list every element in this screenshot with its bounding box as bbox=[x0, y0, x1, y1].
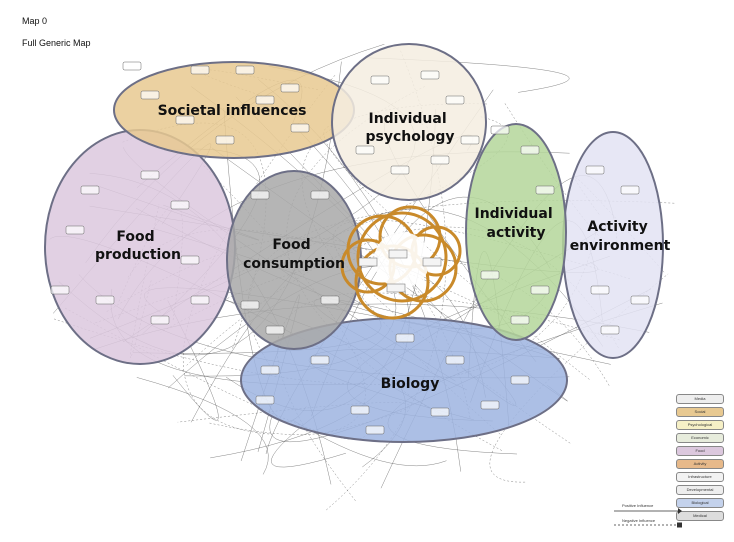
factor-node bbox=[170, 200, 190, 210]
legend-item-developmental: Developmental bbox=[676, 485, 724, 495]
legend-item-infrastructure: Infrastructure bbox=[676, 472, 724, 482]
zone-label-food-consumption: Food consumption bbox=[243, 237, 345, 272]
core-factor-node bbox=[386, 283, 406, 293]
influence-link bbox=[292, 419, 447, 466]
legend-line-samples bbox=[614, 508, 682, 528]
map-id: Map 0 bbox=[22, 16, 48, 26]
blocker-icon bbox=[677, 522, 682, 528]
factor-node bbox=[535, 185, 555, 195]
factor-node bbox=[350, 405, 370, 415]
legend-item-medical: Medical bbox=[676, 511, 724, 521]
factor-node bbox=[180, 255, 200, 265]
core-loop-center bbox=[374, 232, 430, 288]
factor-node bbox=[590, 285, 610, 295]
factor-node bbox=[420, 70, 440, 80]
core-factor-node bbox=[388, 249, 408, 259]
influence-link bbox=[489, 273, 669, 483]
factor-node bbox=[365, 425, 385, 435]
factor-node bbox=[585, 165, 605, 175]
zone-label-food-production: Food production bbox=[95, 229, 181, 263]
factor-node bbox=[370, 75, 390, 85]
factor-node bbox=[395, 333, 415, 343]
arrowhead-icon bbox=[678, 508, 682, 514]
factor-node bbox=[445, 95, 465, 105]
factor-node bbox=[630, 295, 650, 305]
legend-item-economic: Economic bbox=[676, 433, 724, 443]
factor-node bbox=[255, 395, 275, 405]
factor-node bbox=[240, 300, 260, 310]
factor-node bbox=[320, 295, 340, 305]
factor-node bbox=[122, 61, 142, 71]
factor-node bbox=[480, 400, 500, 410]
factor-node bbox=[510, 315, 530, 325]
legend-item-social: Social bbox=[676, 407, 724, 417]
factor-node bbox=[150, 315, 170, 325]
zone-biology bbox=[240, 317, 568, 443]
factor-node bbox=[310, 190, 330, 200]
influence-link bbox=[136, 377, 269, 475]
factor-node bbox=[290, 123, 310, 133]
factor-node bbox=[95, 295, 115, 305]
factor-node bbox=[255, 95, 275, 105]
factor-node bbox=[215, 135, 235, 145]
factor-node bbox=[190, 295, 210, 305]
core-factor-node bbox=[358, 257, 378, 267]
factor-node bbox=[355, 145, 375, 155]
factor-node bbox=[140, 90, 160, 100]
factor-nodes bbox=[50, 61, 650, 435]
factor-node bbox=[480, 270, 500, 280]
factor-node bbox=[600, 325, 620, 335]
influence-link bbox=[183, 75, 336, 435]
factor-node bbox=[430, 155, 450, 165]
factor-node bbox=[80, 185, 100, 195]
factor-node bbox=[530, 285, 550, 295]
legend: Media Social Psychological Economic Food… bbox=[676, 394, 724, 524]
zone-label-activity-environment: Activity environment bbox=[570, 219, 671, 254]
legend-negative-influence: Negative Influence bbox=[622, 518, 656, 523]
factor-node bbox=[460, 135, 480, 145]
factor-node bbox=[390, 165, 410, 175]
factor-node bbox=[490, 125, 510, 135]
factor-node bbox=[65, 225, 85, 235]
factor-node bbox=[140, 170, 160, 180]
factor-node bbox=[260, 365, 280, 375]
zone-label-individual-psychology: Individual psychology bbox=[366, 111, 455, 145]
factor-node bbox=[50, 285, 70, 295]
factor-node bbox=[430, 407, 450, 417]
factor-node bbox=[510, 375, 530, 385]
factor-node bbox=[265, 325, 285, 335]
influence-link bbox=[326, 49, 447, 511]
legend-item-activity: Activity bbox=[676, 459, 724, 469]
core-energy-balance-loop bbox=[340, 205, 462, 320]
factor-node bbox=[445, 355, 465, 365]
factor-node bbox=[250, 190, 270, 200]
zone-label-societal-influences: Societal influences bbox=[158, 103, 307, 119]
map-title: Full Generic Map bbox=[22, 38, 91, 48]
legend-item-food: Food bbox=[676, 446, 724, 456]
zone-label-biology: Biology bbox=[381, 376, 440, 392]
factor-node bbox=[620, 185, 640, 195]
legend-positive-influence: Positive Influence bbox=[622, 503, 654, 508]
factor-node bbox=[310, 355, 330, 365]
legend-item-media: Media bbox=[676, 394, 724, 404]
factor-node bbox=[235, 65, 255, 75]
legend-item-psychological: Psychological bbox=[676, 420, 724, 430]
core-factor-node bbox=[422, 257, 442, 267]
zone-label-individual-activity: Individual activity bbox=[474, 206, 557, 241]
factor-node bbox=[520, 145, 540, 155]
factor-node bbox=[280, 83, 300, 93]
factor-node bbox=[175, 115, 195, 125]
core-loop-ring bbox=[356, 211, 448, 303]
legend-item-biological: Biological bbox=[676, 498, 724, 508]
factor-node bbox=[190, 65, 210, 75]
